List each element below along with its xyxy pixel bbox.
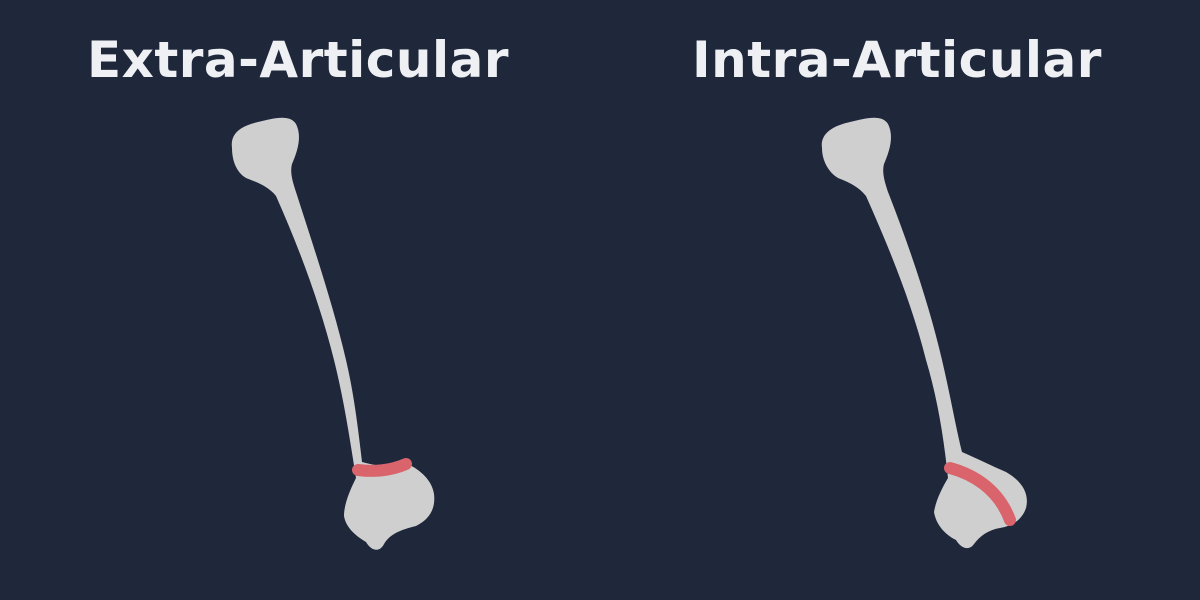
diagram-extra-articular <box>231 117 435 550</box>
fracture-line-icon <box>944 462 1016 526</box>
fracture-line-icon <box>352 458 412 477</box>
panel-title-intra-articular: Intra-Articular <box>692 31 1102 89</box>
humerus-bone-icon <box>231 117 435 550</box>
panel-intra-articular: Intra-Articular <box>600 0 1200 600</box>
humerus-bone-icon <box>821 117 1027 549</box>
panel-title-extra-articular: Extra-Articular <box>86 31 510 89</box>
diagram-intra-articular <box>821 117 1027 549</box>
panel-extra-articular: Extra-Articular <box>86 31 510 550</box>
